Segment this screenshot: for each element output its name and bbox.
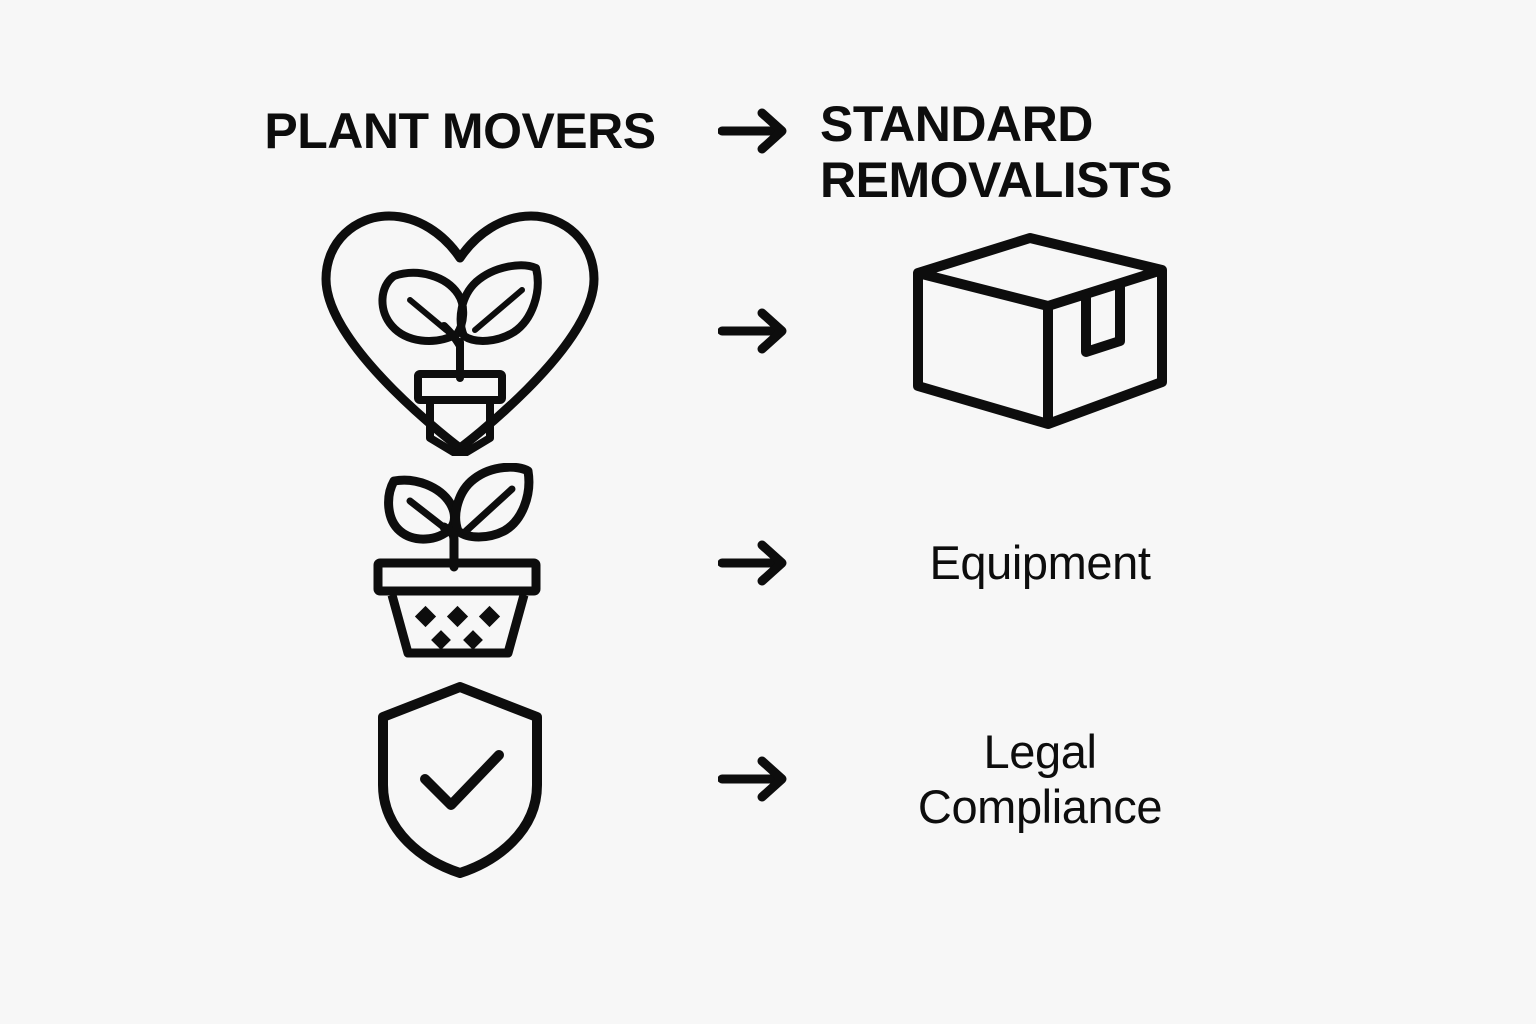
shield-check-cell [230, 679, 690, 879]
heart-plant-cell [230, 206, 690, 456]
arrow-right-icon [718, 105, 792, 157]
diagram-row-legal-compliance: Legal Compliance [230, 664, 1260, 894]
shield-check-icon [375, 679, 545, 879]
page-title-standard-removalists: STANDARD REMOVALISTS [820, 96, 1172, 208]
heart-with-potted-plant-icon [314, 206, 606, 456]
arrow-right-icon [718, 537, 792, 589]
page-title-plant-movers: PLANT MOVERS [264, 103, 656, 159]
right-column-heading-cell: STANDARD REMOVALISTS [820, 96, 1260, 246]
equipment-label: Equipment [929, 536, 1151, 590]
diagram-row-headings: PLANT MOVERS STANDARD REMOVALISTS [230, 96, 1260, 246]
arrow-cell-packing [690, 305, 820, 357]
legal-compliance-label-cell: Legal Compliance [820, 724, 1260, 835]
arrow-cell-legal-compliance [690, 753, 820, 805]
diagram-row-equipment: Equipment [230, 448, 1260, 678]
left-column-heading-cell: PLANT MOVERS [230, 96, 690, 166]
arrow-cell-equipment [690, 537, 820, 589]
arrow-right-icon [718, 753, 792, 805]
arrow-right-icon [718, 305, 792, 357]
arrow-cell-headings [690, 96, 820, 166]
potted-plant-cell [230, 463, 690, 663]
diagram-row-packing [230, 186, 1260, 476]
potted-plant-icon [362, 463, 558, 663]
cardboard-box-cell [820, 230, 1260, 432]
legal-compliance-label: Legal Compliance [917, 724, 1163, 833]
cardboard-box-icon [906, 230, 1174, 432]
equipment-label-cell: Equipment [820, 535, 1260, 590]
